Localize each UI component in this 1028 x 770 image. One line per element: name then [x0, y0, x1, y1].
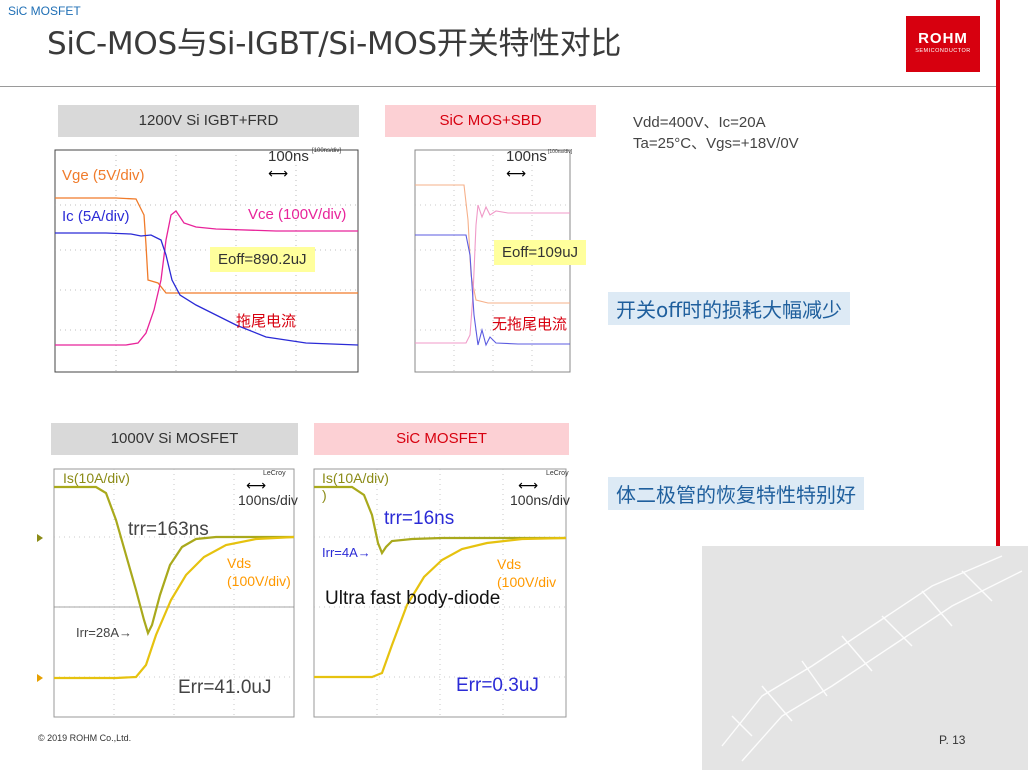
igbt-time-scale: 100ns — [268, 148, 309, 165]
igbt-eoff-box: Eoff=890.2uJ — [210, 247, 315, 272]
si-scale-arrow-icon: ⟷ — [246, 477, 267, 493]
si-trr-label: trr=163ns — [128, 519, 209, 540]
sic-vds-scale-label: (100V/div — [497, 574, 557, 590]
logo-subtext: SEMICONDUCTOR — [915, 48, 971, 54]
si-vds-label: Vds — [227, 555, 252, 571]
si-err-label: Err=41.0uJ — [178, 677, 272, 698]
sic-sbd-label: SiC MOS+SBD — [385, 105, 596, 137]
sic-err-label: Err=0.3uJ — [456, 675, 539, 696]
igbt-scale-arrow-icon: ⟷ — [268, 165, 289, 181]
sic-scale-arrow-icon: ⟷ — [518, 477, 539, 493]
sic-sbd-tail-label: 无拖尾电流 — [492, 316, 568, 333]
sic-mosfet-waveform-svg — [313, 468, 567, 718]
si-mosfet-waveform-panel: Is(10A/div) LeCroy ⟷ 100ns/div trr=163ns… — [36, 465, 298, 720]
sic-mosfet-waveform-panel: Is(10A/div) ) LeCroy ⟷ 100ns/div trr=16n… — [312, 465, 578, 720]
sic-sbd-scale-arrow-icon: ⟷ — [506, 165, 527, 181]
si-vds-scale-label: (100V/div) — [227, 573, 291, 589]
copyright-text: © 2019 ROHM Co.,Ltd. — [38, 733, 132, 743]
sic-time-scale: 100ns/div — [510, 492, 570, 508]
callout-body-diode-recovery: 体二极管的恢复特性特别好 — [608, 477, 864, 510]
watermark-area — [702, 546, 1028, 770]
si-mosfet-waveform-svg — [37, 468, 295, 718]
sic-trr-label: trr=16ns — [384, 508, 455, 529]
rohm-logo: ROHM SEMICONDUCTOR — [906, 16, 980, 72]
si-lecroy-mark: LeCroy — [263, 470, 286, 477]
page-number: P. 13 — [939, 733, 966, 747]
sic-diode-label: Ultra fast body-diode — [325, 588, 501, 609]
si-mosfet-label: 1000V Si MOSFET — [51, 423, 298, 455]
sic-sbd-time-scale: 100ns — [506, 148, 547, 165]
si-irr-label: Irr=28A→ — [76, 625, 132, 640]
sic-sbd-waveform-panel: 100ns [100ns/div] ⟷ Eoff=109uJ 无拖尾电流 — [398, 145, 587, 380]
sic-is-label: Is(10A/div) — [322, 470, 389, 486]
slide-title: SiC-MOS与Si-IGBT/Si-MOS开关特性对比 — [47, 26, 622, 62]
sic-sbd-eoff-box: Eoff=109uJ — [494, 240, 587, 265]
igbt-time-scale-small: [100ns/div] — [312, 148, 342, 154]
ic-label: Ic (5A/div) — [62, 208, 130, 225]
sic-sbd-time-scale-small: [100ns/div] — [548, 149, 573, 155]
si-is-label: Is(10A/div) — [63, 470, 130, 486]
test-conditions: Vdd=400V、Ic=20A Ta=25°C、Vgs=+18V/0V — [633, 112, 799, 154]
logo-text: ROHM — [918, 30, 968, 47]
section-tag: SiC MOSFET — [8, 4, 81, 18]
sic-mosfet-label: SiC MOSFET — [314, 423, 569, 455]
sic-is-label-cont: ) — [322, 487, 327, 503]
header-divider — [0, 86, 996, 87]
si-time-scale: 100ns/div — [238, 492, 298, 508]
sic-vds-label: Vds — [497, 556, 522, 572]
igbt-waveform-panel: Vge (5V/div) Ic (5A/div) Vce (100V/div) … — [46, 145, 366, 380]
igbt-tail-label: 拖尾电流 — [236, 313, 297, 330]
igbt-label: 1200V Si IGBT+FRD — [58, 105, 359, 137]
watermark-pattern-svg — [721, 555, 1023, 762]
right-accent-bar — [996, 0, 1000, 770]
condition-line-2: Ta=25°C、Vgs=+18V/0V — [633, 135, 799, 152]
callout-switch-off-loss: 开关off时的损耗大幅减少 — [608, 292, 851, 325]
condition-line-1: Vdd=400V、Ic=20A — [633, 114, 766, 131]
sic-irr-label: Irr=4A→ — [322, 545, 371, 560]
sic-lecroy-mark: LeCroy — [546, 470, 569, 477]
vce-label: Vce (100V/div) — [248, 206, 347, 223]
vge-label: Vge (5V/div) — [62, 167, 145, 184]
